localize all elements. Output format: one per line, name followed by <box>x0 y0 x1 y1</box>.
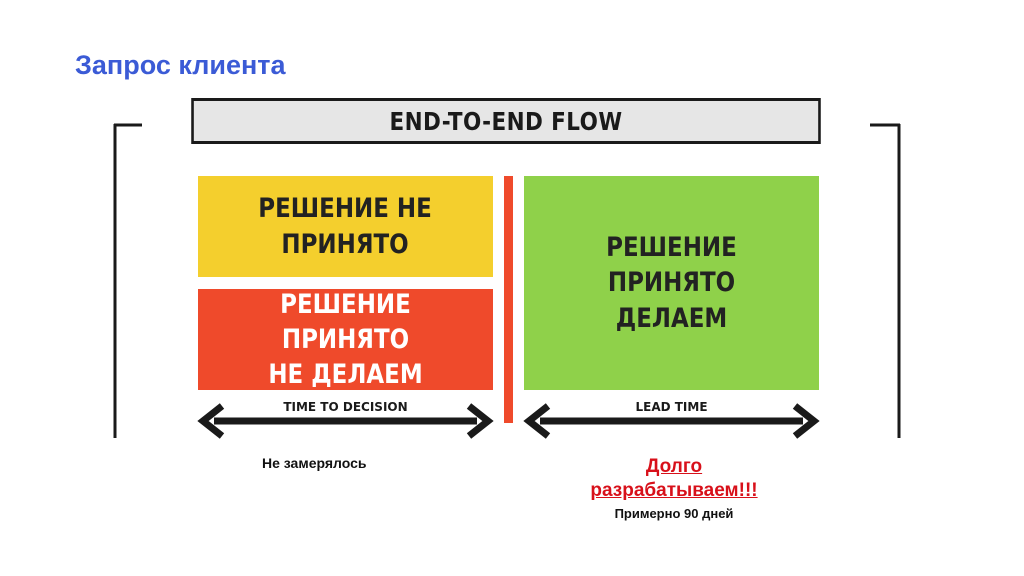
divider-bar <box>504 176 513 423</box>
time-to-decision-label: TIME TO DECISION <box>283 400 408 414</box>
flow-header: END-TO-END FLOW <box>191 98 821 144</box>
note-not-measured: Не замерялось <box>262 455 367 471</box>
lead-time-arrow <box>523 403 820 439</box>
box-decision-not-made-label: РЕШЕНИЕ НЕ ПРИНЯТО <box>258 193 433 260</box>
slide-title: Запрос клиента <box>75 50 286 80</box>
box-decided-not-doing-label: РЕШЕНИЕ ПРИНЯТО НЕ ДЕЛАЕМ <box>268 288 423 391</box>
note-long-development: Долго разрабатываем!!! <box>590 456 758 501</box>
note-approx-days: Примерно 90 дней <box>614 506 734 521</box>
box-decided-doing-label: РЕШЕНИЕ ПРИНЯТО ДЕЛАЕМ <box>606 232 737 334</box>
box-decided-doing: РЕШЕНИЕ ПРИНЯТО ДЕЛАЕМ <box>524 176 819 390</box>
time-to-decision-arrow <box>197 403 494 439</box>
lead-time-label: LEAD TIME <box>635 400 708 414</box>
box-decision-not-made: РЕШЕНИЕ НЕ ПРИНЯТО <box>198 176 493 277</box>
box-decided-not-doing: РЕШЕНИЕ ПРИНЯТО НЕ ДЕЛАЕМ <box>198 289 493 390</box>
